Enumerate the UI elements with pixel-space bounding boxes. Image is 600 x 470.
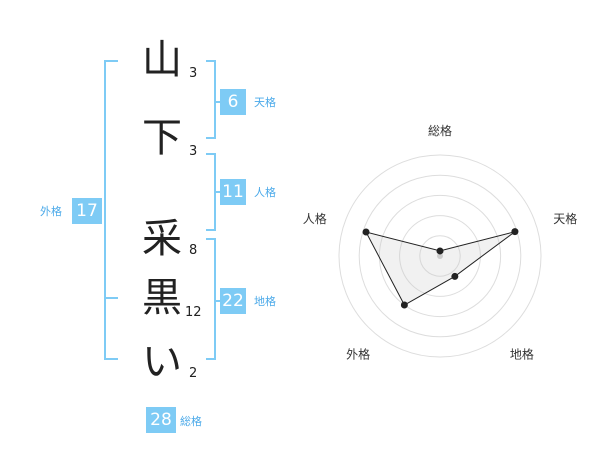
radar-polygon: [365, 231, 516, 306]
gaikaku-score: 17: [72, 198, 102, 224]
radar-point-2: [451, 272, 459, 280]
radar-ring-4: [358, 174, 522, 338]
radar-point-1: [511, 228, 519, 236]
radar-axis-label-3: 外格: [346, 346, 370, 360]
radar-ring-3: [378, 194, 502, 318]
name-char-2: 下: [142, 115, 182, 161]
stroke-count-3: 8: [189, 243, 198, 258]
radar-ring-5: [338, 154, 542, 358]
radar-point-3: [400, 301, 408, 309]
soukaku-label: 総格: [180, 415, 202, 428]
gaikaku-label: 外格: [40, 205, 62, 218]
radar-axis-label-2: 地格: [510, 346, 534, 360]
chikaku-label: 地格: [254, 295, 276, 308]
stroke-count-1: 3: [189, 66, 198, 81]
tenkaku-score: 6: [220, 89, 246, 115]
radar-axis-label-0: 総格: [428, 123, 452, 138]
radar-ring-1: [419, 235, 461, 277]
radar-ring-2: [399, 215, 481, 297]
stroke-count-4: 12: [185, 305, 202, 320]
jinkaku-score: 11: [220, 179, 246, 205]
radar-axis-label-4: 人格: [303, 211, 327, 226]
jinkaku-label: 人格: [254, 186, 276, 199]
name-char-4: 黒: [142, 275, 182, 321]
radar-axis-label-1: 天格: [553, 211, 577, 226]
radar-point-4: [362, 228, 370, 236]
chikaku-score: 22: [220, 288, 246, 314]
soukaku-score: 28: [146, 407, 176, 433]
name-char-5: い: [142, 339, 182, 385]
tenkaku-label: 天格: [254, 96, 276, 109]
stroke-count-5: 2: [189, 366, 198, 381]
name-char-3: 采: [142, 216, 182, 262]
radar-point-0: [436, 247, 444, 255]
radar-center-dot: [437, 253, 443, 259]
name-char-1: 山: [142, 37, 182, 83]
stroke-count-2: 3: [189, 144, 198, 159]
